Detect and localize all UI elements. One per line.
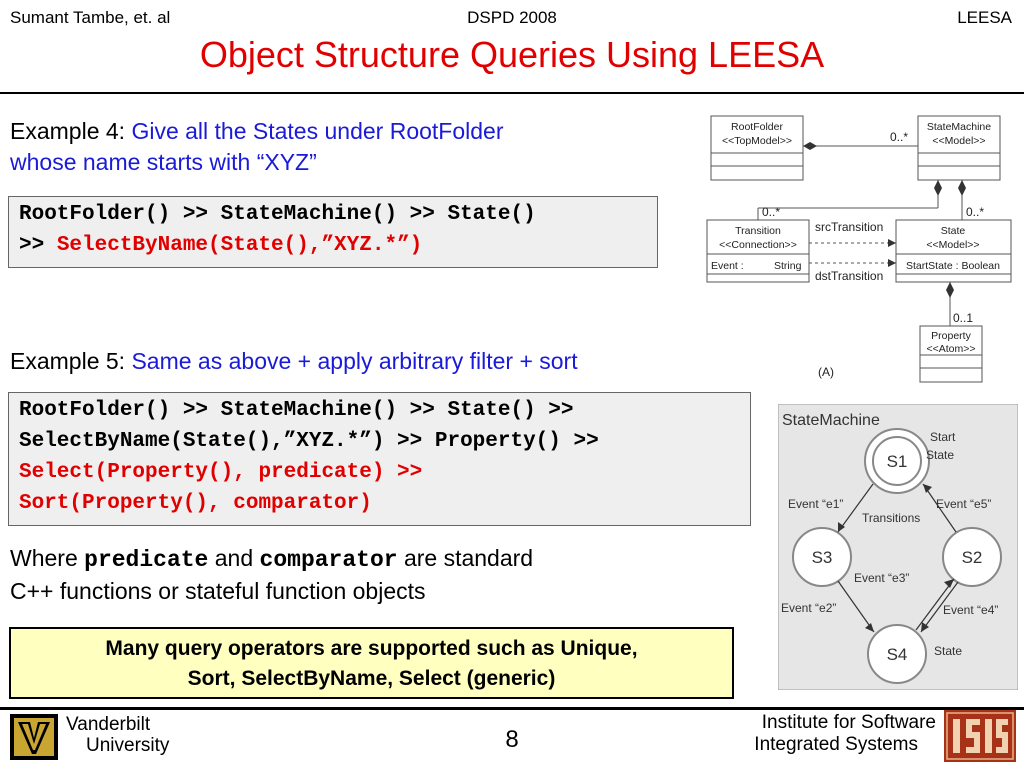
state-s3: S3 xyxy=(812,548,833,567)
vanderbilt-logo-icon xyxy=(10,714,58,760)
uml-statemachine-name: StateMachine xyxy=(927,121,991,133)
header-topic: LEESA xyxy=(957,8,1012,27)
uml-transition-attr-name: Event : xyxy=(711,260,744,272)
uml-dst-transition: dstTransition xyxy=(815,269,883,283)
summary-line2: Sort, SelectByName, Select (generic) xyxy=(187,667,556,690)
uml-class-diagram: RootFolder <<TopModel>> StateMachine <<M… xyxy=(706,115,1012,383)
state-s1: S1 xyxy=(887,452,908,471)
where-paragraph: Where predicate and comparator are stand… xyxy=(10,543,533,607)
example5-label: Example 5: xyxy=(10,348,126,374)
mult-root-sm: 0..* xyxy=(890,130,908,144)
page-number: 8 xyxy=(505,726,519,753)
state-label: State xyxy=(934,644,962,658)
summary-box: Many query operators are supported such … xyxy=(9,627,734,699)
example4-desc-line1: Give all the States under RootFolder xyxy=(131,118,504,144)
event-e2-label: Event “e2” xyxy=(781,601,836,615)
uml-rootfolder-name: RootFolder xyxy=(731,121,783,133)
summary-line1: Many query operators are supported such … xyxy=(105,637,638,660)
arrow-head-icon xyxy=(923,484,932,493)
event-e5-label: Event “e5” xyxy=(936,497,991,511)
example5-code-line2: SelectByName(State(),”XYZ.*”) >> Propert… xyxy=(19,430,599,453)
uml-transition-attr-type: String xyxy=(774,260,802,272)
uml-src-transition: srcTransition xyxy=(815,220,883,234)
arrow-head-icon xyxy=(865,623,874,632)
event-e1-label: Event “e1” xyxy=(788,497,843,511)
arrow-head-icon xyxy=(921,622,929,632)
where-line2: C++ functions or stateful function objec… xyxy=(10,578,426,604)
event-e4-label: Event “e4” xyxy=(943,603,998,617)
mult-state-property: 0..1 xyxy=(953,311,973,325)
predicate-term: predicate xyxy=(84,547,209,573)
example4-code-line2-prefix: >> xyxy=(19,234,57,257)
mult-sm-state: 0..* xyxy=(966,205,984,219)
example4-code-box: RootFolder() >> StateMachine() >> State(… xyxy=(8,196,658,268)
where-text-2: and xyxy=(208,545,260,571)
transitions-label: Transitions xyxy=(862,511,920,525)
where-text-3: are standard xyxy=(397,545,534,571)
start-state-label2: State xyxy=(926,448,954,462)
isis-name: Institute for Software Integrated System… xyxy=(740,712,936,756)
start-state-label: Start xyxy=(930,430,956,444)
vanderbilt-name: Vanderbilt University xyxy=(66,714,169,756)
uml-rootfolder-stereo: <<TopModel>> xyxy=(722,135,792,147)
footer-left-line2: University xyxy=(86,735,170,756)
arrow-head-icon xyxy=(888,259,896,267)
aggregation-diamond-icon xyxy=(958,180,966,196)
uml-transition-name: Transition xyxy=(735,225,781,237)
where-text-1: Where xyxy=(10,545,85,571)
comparator-term: comparator xyxy=(259,547,398,573)
header-conference: DSPD 2008 xyxy=(467,8,557,27)
footer-right-line1: Institute for Software xyxy=(761,712,936,733)
example5-code-line3: Select(Property(), predicate) >> xyxy=(19,461,423,484)
uml-property-name: Property xyxy=(931,330,971,342)
example4-code-line1: RootFolder() >> StateMachine() >> State(… xyxy=(19,203,536,226)
isis-logo-icon xyxy=(944,710,1016,762)
aggregation-diamond-icon xyxy=(946,282,954,298)
uml-caption: (A) xyxy=(818,365,834,379)
uml-state-stereo: <<Model>> xyxy=(926,239,979,251)
example5-code-line1: RootFolder() >> StateMachine() >> State(… xyxy=(19,399,574,422)
footer-divider xyxy=(0,707,1024,710)
uml-transition-stereo: <<Connection>> xyxy=(719,239,797,251)
example4-label: Example 4: xyxy=(10,118,126,144)
example4-description: Example 4: Give all the States under Roo… xyxy=(10,116,504,178)
slide-title: Object Structure Queries Using LEESA xyxy=(199,34,825,75)
example4-code-line2-red: SelectByName(State(),”XYZ.*”) xyxy=(56,234,423,257)
mult-sm-transition: 0..* xyxy=(762,205,780,219)
example4-desc-line2: whose name starts with “XYZ” xyxy=(10,149,317,175)
title-divider xyxy=(0,92,1024,94)
header-author: Sumant Tambe, et. al xyxy=(10,8,171,27)
example5-description: Example 5: Same as above + apply arbitra… xyxy=(10,346,578,377)
state-s4: S4 xyxy=(887,645,908,664)
uml-property-stereo: <<Atom>> xyxy=(926,343,975,355)
footer-left-line1: Vanderbilt xyxy=(66,714,151,735)
example5-code-line4: Sort(Property(), comparator) xyxy=(19,492,372,515)
uml-statemachine-stereo: <<Model>> xyxy=(932,135,985,147)
uml-state-name: State xyxy=(941,225,966,237)
aggregation-diamond-icon xyxy=(803,142,817,150)
arrow-head-icon xyxy=(838,522,845,532)
example5-desc: Same as above + apply arbitrary filter +… xyxy=(131,348,578,374)
statemachine-diagram: StateMachine S1 S3 S2 S4 Start State Tra… xyxy=(778,404,1018,690)
aggregation-diamond-icon xyxy=(934,180,942,196)
sm-title: StateMachine xyxy=(782,412,880,429)
state-s2: S2 xyxy=(962,548,983,567)
uml-state-attr: StartState : Boolean xyxy=(906,260,1000,272)
footer-right-line2: Integrated Systems xyxy=(754,734,918,755)
example5-code-box: RootFolder() >> StateMachine() >> State(… xyxy=(8,392,751,526)
arrow-head-icon xyxy=(888,239,896,247)
event-e3-label: Event “e3” xyxy=(854,571,909,585)
arrow-head-icon xyxy=(944,579,954,588)
